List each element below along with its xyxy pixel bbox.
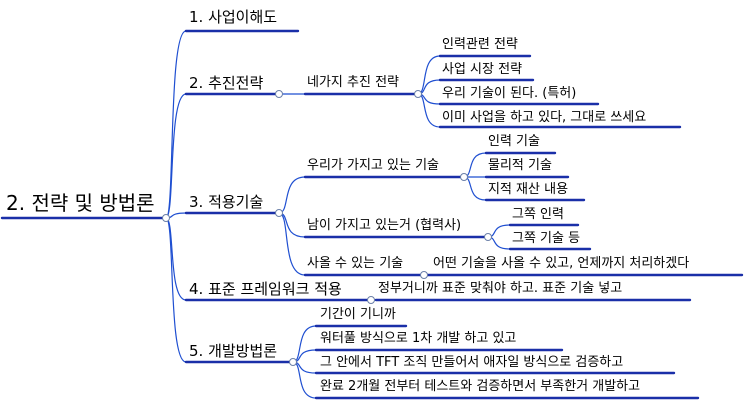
topic-four-strategies[interactable]: 네가지 추진 전략: [307, 75, 399, 90]
conn-our-leaf-0: [463, 152, 487, 178]
root-collapse-handle[interactable]: [162, 214, 170, 222]
topic-underlines: [0, 29, 744, 400]
standard-collapse-handle[interactable]: [367, 296, 375, 304]
topic-patent[interactable]: 우리 기술이 된다. (특허): [442, 86, 577, 101]
topic-agile-tft[interactable]: 그 안에서 TFT 조직 만들어서 애자일 방식으로 검증하고: [320, 355, 624, 370]
conn-tech-child-2: [278, 212, 306, 276]
four-strategies-collapse-handle[interactable]: [414, 90, 422, 98]
tech-collapse-handle[interactable]: [275, 209, 283, 217]
root-connector-4: [165, 217, 187, 363]
branch-standard-framework[interactable]: 4. 표준 프레임워크 적용: [189, 280, 342, 298]
conn-strategy-leaf-0: [417, 55, 441, 95]
topic-partner-tech[interactable]: 남이 가지고 있는거 (협력사): [307, 218, 462, 233]
topic-physical-tech[interactable]: 물리적 기술: [488, 158, 552, 173]
conn-dev-leaf-0: [292, 325, 317, 363]
conn-tech-child-0: [278, 176, 306, 214]
root-connector-1: [165, 93, 187, 219]
topic-buy-plan[interactable]: 어떤 기술을 사올 수 있고, 언제까지 처리하겠다: [433, 256, 690, 271]
topic-ip[interactable]: 지적 재산 내용: [488, 182, 569, 197]
topic-buyable-tech[interactable]: 사올 수 있는 기술: [307, 256, 404, 271]
topic-partner-hr[interactable]: 그쪽 인력: [512, 207, 564, 222]
strategy-collapse-handle[interactable]: [275, 90, 283, 98]
our-tech-collapse-handle[interactable]: [460, 173, 468, 181]
topic-gov-standard[interactable]: 정부거니까 표준 맞춰야 하고. 표준 기술 넣고: [378, 281, 623, 296]
topic-partner-tech-etc[interactable]: 그쪽 기술 등: [512, 231, 581, 246]
topic-our-tech[interactable]: 우리가 가지고 있는 기술: [307, 158, 439, 173]
topic-waterfall[interactable]: 워터풀 방식으로 1차 개발 하고 있고: [320, 331, 517, 346]
topic-hr-strategy[interactable]: 인력관련 전략: [442, 37, 518, 52]
branch-strategy[interactable]: 2. 추진전략: [189, 74, 264, 92]
conn-strategy-leaf-3: [417, 93, 441, 128]
topic-long-period[interactable]: 기간이 기니까: [320, 307, 396, 322]
topic-already-in-business[interactable]: 이미 사업을 하고 있다, 그대로 쓰세요: [442, 110, 647, 125]
topic-hr-tech[interactable]: 인력 기술: [488, 134, 540, 149]
conn-dev-leaf-3: [292, 361, 317, 399]
root-connector-0: [165, 30, 187, 219]
topic-testing[interactable]: 완료 2개월 전부터 테스트와 검증하면서 부족한거 개발하고: [320, 379, 641, 394]
node-handles: [162, 90, 492, 366]
conn-our-leaf-2: [463, 176, 487, 201]
topic-market-strategy[interactable]: 사업 시장 전략: [442, 62, 523, 77]
buyable-tech-collapse-handle[interactable]: [420, 271, 428, 279]
dev-collapse-handle[interactable]: [289, 358, 297, 366]
branch-dev-methodology[interactable]: 5. 개발방법론: [189, 342, 278, 360]
partner-tech-collapse-handle[interactable]: [484, 233, 492, 241]
root-topic[interactable]: 2. 전략 및 방법론: [6, 191, 155, 215]
branch-applied-tech[interactable]: 3. 적용기술: [189, 193, 264, 211]
branch-business-understanding[interactable]: 1. 사업이해도: [189, 8, 278, 26]
